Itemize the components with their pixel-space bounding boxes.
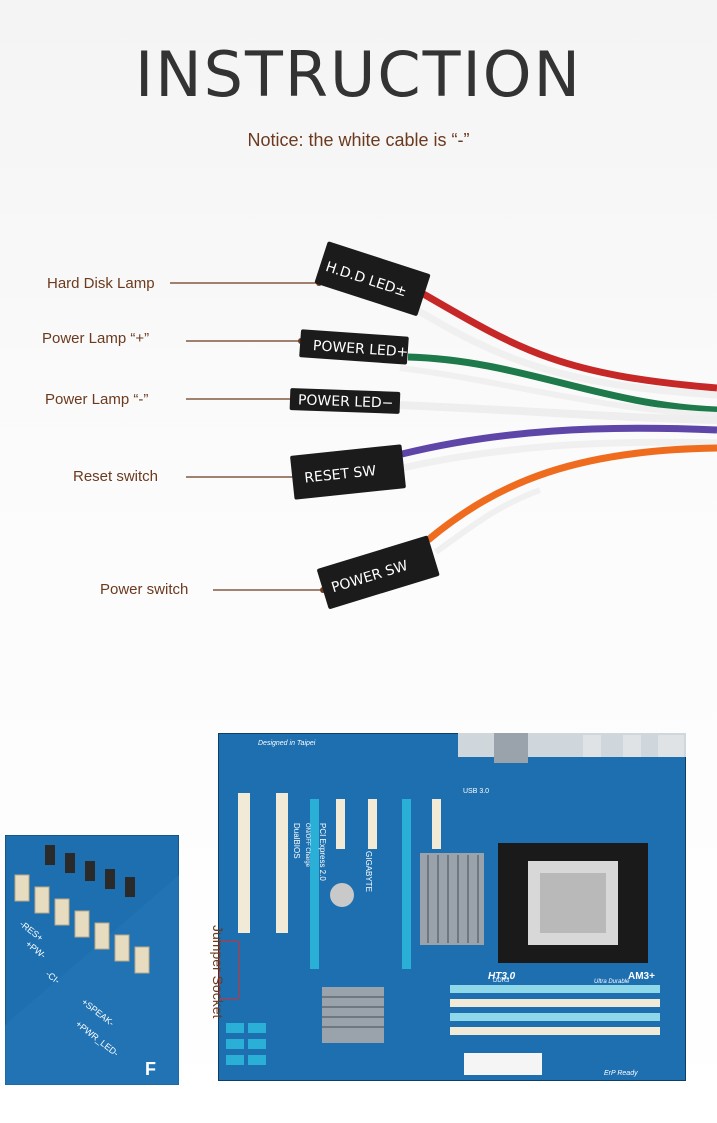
board-designed-text: Designed in Taipei [258,740,316,747]
connector-power-led-minus-text: POWER LED− [298,392,394,411]
wire-reset-purple [401,424,717,458]
board-ht-text: HT3.0 [488,971,516,982]
connector-power-led-plus-text: POWER LED+ [312,338,408,361]
board-onoff-text: ON/OFF Charge [304,823,310,868]
connector-reset: RESET SW [290,444,406,500]
motherboard-image: Designed in Taipei USB 3.0 GIGABYTE PCI … [218,733,686,1081]
page-title: INSTRUCTION [135,38,582,111]
wire-hdd-red [418,288,717,392]
board-usb-text: USB 3.0 [463,788,489,795]
wire-hdd-white [410,304,717,399]
header-closeup-image: -RES+ +PW- -CI- +SPEAK- +PWR_LED- F [5,835,179,1085]
label-power-lamp-minus: Power Lamp “-” [45,391,149,408]
board-erp-text: ErP Ready [604,1070,638,1077]
leader-lines [170,282,322,591]
board-ultra-text: Ultra Durable [594,979,630,985]
connector-power-led-minus: POWER LED− [289,388,401,414]
inset-f-text: F [145,1059,156,1079]
label-power-switch: Power switch [100,581,189,598]
label-power-lamp-plus: Power Lamp “+” [42,330,150,347]
label-hard-disk-lamp: Hard Disk Lamp [47,275,155,292]
cable-diagram: H.D.D LED± POWER LED+ POWER LED− RESET S… [170,241,717,609]
wire-power-sw-white [434,487,542,555]
board-pcie-text: PCI Express 2.0 [318,823,327,881]
notice-text: Notice: the white cable is “-” [247,130,470,150]
connector-reset-text: RESET SW [304,463,377,486]
connector-power-sw: POWER SW [317,535,440,609]
jumper-highlight [219,941,239,999]
label-reset-switch: Reset switch [73,468,159,485]
board-ddr-text: DDR3 [493,978,510,984]
wire-power-sw-orange [425,444,717,543]
wire-power-led-green [407,353,717,414]
board-brand-text: GIGABYTE [364,851,373,892]
connector-power-led-plus: POWER LED+ [299,329,409,365]
wire-reset-white [401,438,717,472]
connector-hdd: H.D.D LED± [314,241,431,316]
wire-power-led-minus-white [397,401,717,424]
board-dualbios-text: DualBIOS [292,823,301,859]
wire-power-led-white [399,365,717,418]
jumper-socket-label: Jumper Socket [210,925,226,1019]
leader-dots [290,280,326,593]
board-socket-text: AM3+ [628,971,655,982]
